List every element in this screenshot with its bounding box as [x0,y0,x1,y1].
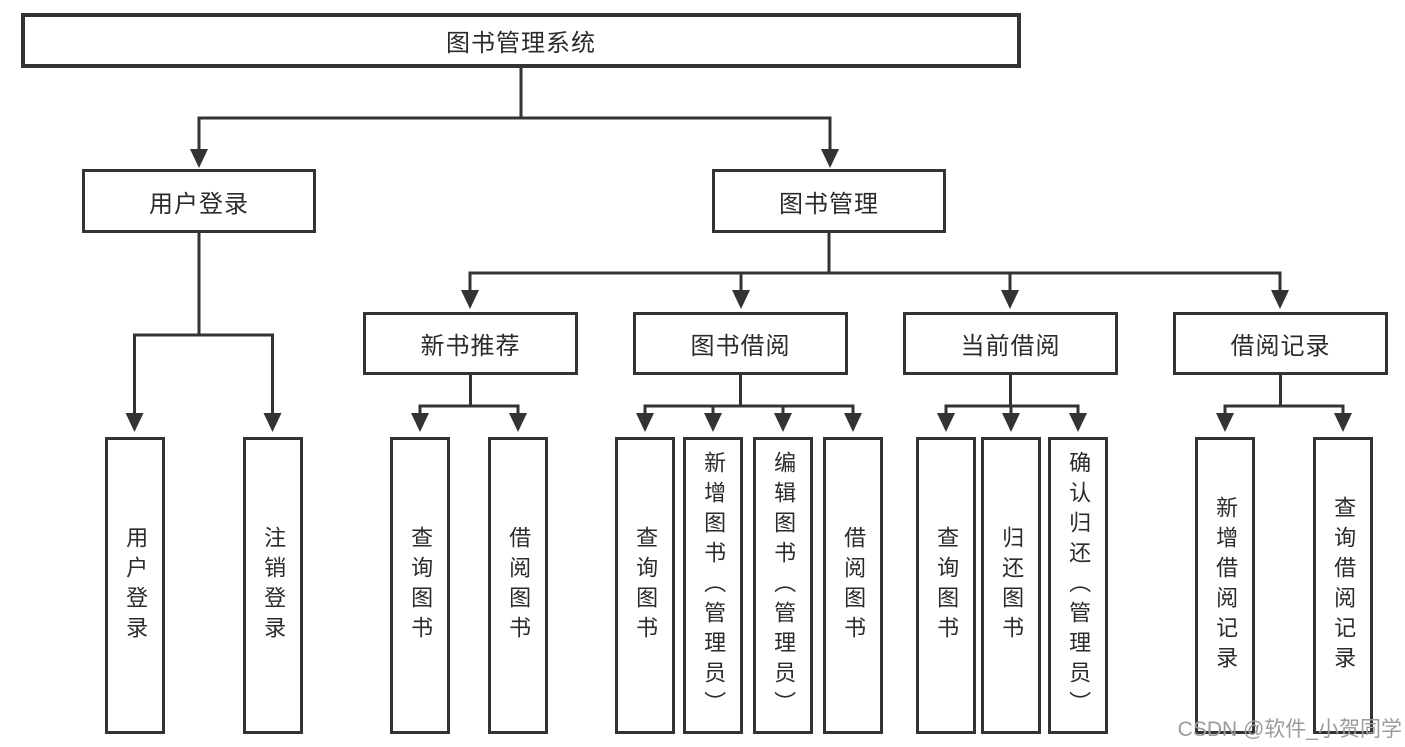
leaf-current-query-books: 查询图书 [916,437,976,734]
node-root-library-management-system: 图书管理系统 [21,13,1021,68]
arrow-down-icon [821,149,839,168]
node-group-new-book-recommend: 新书推荐 [363,312,578,375]
node-branch-user-login: 用户登录 [82,169,316,233]
leaf-label: 查询图书 [633,525,659,646]
leaf-user-login: 用户登录 [105,437,165,734]
leaf-recommend-query-books: 查询图书 [390,437,450,734]
leaf-current-return-books: 归还图书 [981,437,1041,734]
node-group-borrow-records: 借阅记录 [1173,312,1388,375]
connector-user-login-to-leaves [133,233,274,414]
connector-book-mgmt-to-groups [468,233,1282,291]
leaf-label: 新增借阅记录 [1213,495,1239,676]
leaf-label: 编辑图书（管理员） [771,450,797,721]
leaf-borrow-borrow-books: 借阅图书 [823,437,883,734]
leaf-label: 确认归还（管理员） [1066,450,1092,721]
leaf-current-confirm-return-admin: 确认归还（管理员） [1048,437,1108,734]
leaf-records-query-record: 查询借阅记录 [1313,437,1373,734]
leaf-label: 归还图书 [999,525,1025,646]
leaf-label: 查询图书 [934,525,960,646]
arrow-down-icon [1334,413,1352,432]
arrow-down-icon [1216,413,1234,432]
arrow-down-icon [1069,413,1087,432]
arrow-down-icon [190,149,208,168]
leaf-label: 查询借阅记录 [1331,495,1357,676]
leaf-label: 查询图书 [408,525,434,646]
arrow-down-icon [1002,413,1020,432]
arrow-down-icon [461,290,479,309]
leaf-label: 新增图书（管理员） [701,450,727,721]
leaf-borrow-add-books-admin: 新增图书（管理员） [683,437,743,734]
connector-current-borrow [944,375,1080,414]
connector-root-to-level2 [197,68,832,150]
arrow-down-icon [411,413,429,432]
arrow-down-icon [732,290,750,309]
arrow-down-icon [125,413,144,432]
connector-book-borrow [643,375,855,414]
leaf-label: 注销登录 [261,525,287,646]
arrow-down-icon [509,413,527,432]
leaf-label: 借阅图书 [506,525,532,646]
connector-borrow-records [1223,375,1345,414]
leaf-logout: 注销登录 [243,437,303,734]
node-group-current-borrow: 当前借阅 [903,312,1118,375]
arrow-down-icon [844,413,862,432]
connector-new-book-recommend [418,375,520,414]
arrow-down-icon [937,413,955,432]
watermark-text: CSDN @软件_小贺同学 [1177,718,1402,741]
arrow-down-icon [1271,290,1289,309]
arrow-down-icon [1001,290,1019,309]
node-group-book-borrow: 图书借阅 [633,312,848,375]
leaf-recommend-borrow-books: 借阅图书 [488,437,548,734]
node-branch-book-management: 图书管理 [712,169,946,233]
leaf-label: 用户登录 [123,525,149,646]
leaf-label: 借阅图书 [841,525,867,646]
leaf-borrow-query-books: 查询图书 [615,437,675,734]
arrow-down-icon [636,413,654,432]
arrow-down-icon [704,413,722,432]
arrow-down-icon [263,413,282,432]
leaf-records-add-record: 新增借阅记录 [1195,437,1255,734]
leaf-borrow-edit-books-admin: 编辑图书（管理员） [753,437,813,734]
arrow-down-icon [774,413,792,432]
